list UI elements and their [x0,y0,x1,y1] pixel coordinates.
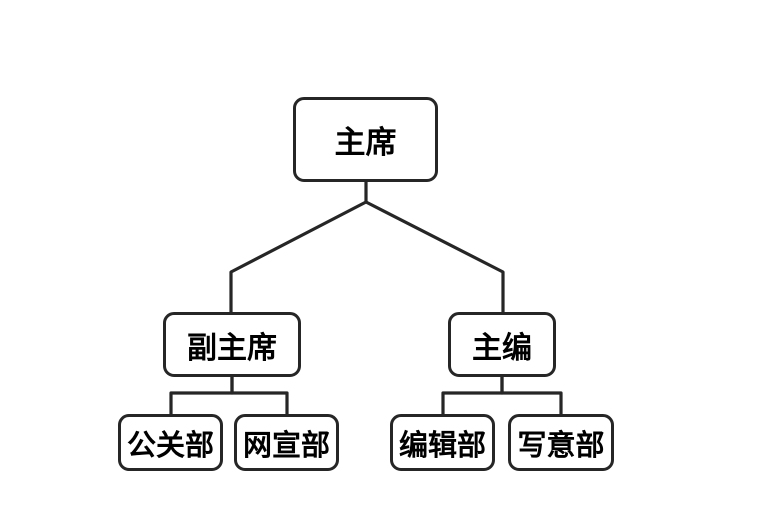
node-chief-editor[interactable]: 主编 [448,312,556,377]
node-chief-editor-label: 主编 [472,331,532,365]
node-chairman[interactable]: 主席 [293,97,438,182]
node-editorial-dept[interactable]: 编辑部 [390,414,495,471]
node-vice-chairman-label: 副主席 [187,331,277,365]
node-web-publicity-dept[interactable]: 网宣部 [234,414,339,471]
node-pr-dept[interactable]: 公关部 [118,414,223,471]
node-freehand-dept-label: 写意部 [517,429,605,462]
node-pr-dept-label: 公关部 [126,429,214,462]
edge-chairman-vice-chairman [229,182,368,313]
node-web-publicity-dept-label: 网宣部 [242,429,330,462]
node-vice-chairman[interactable]: 副主席 [163,312,301,377]
edge-chief-editor-editorial-dept [441,377,504,414]
edge-chairman-chief-editor [365,200,505,313]
node-freehand-dept[interactable]: 写意部 [508,414,614,471]
edge-vice-chairman-pr-dept [169,377,234,414]
node-editorial-dept-label: 编辑部 [398,429,486,462]
edge-chief-editor-freehand-dept [500,377,563,414]
node-chairman-label: 主席 [334,125,397,160]
edge-vice-chairman-web-publicity [230,377,289,414]
